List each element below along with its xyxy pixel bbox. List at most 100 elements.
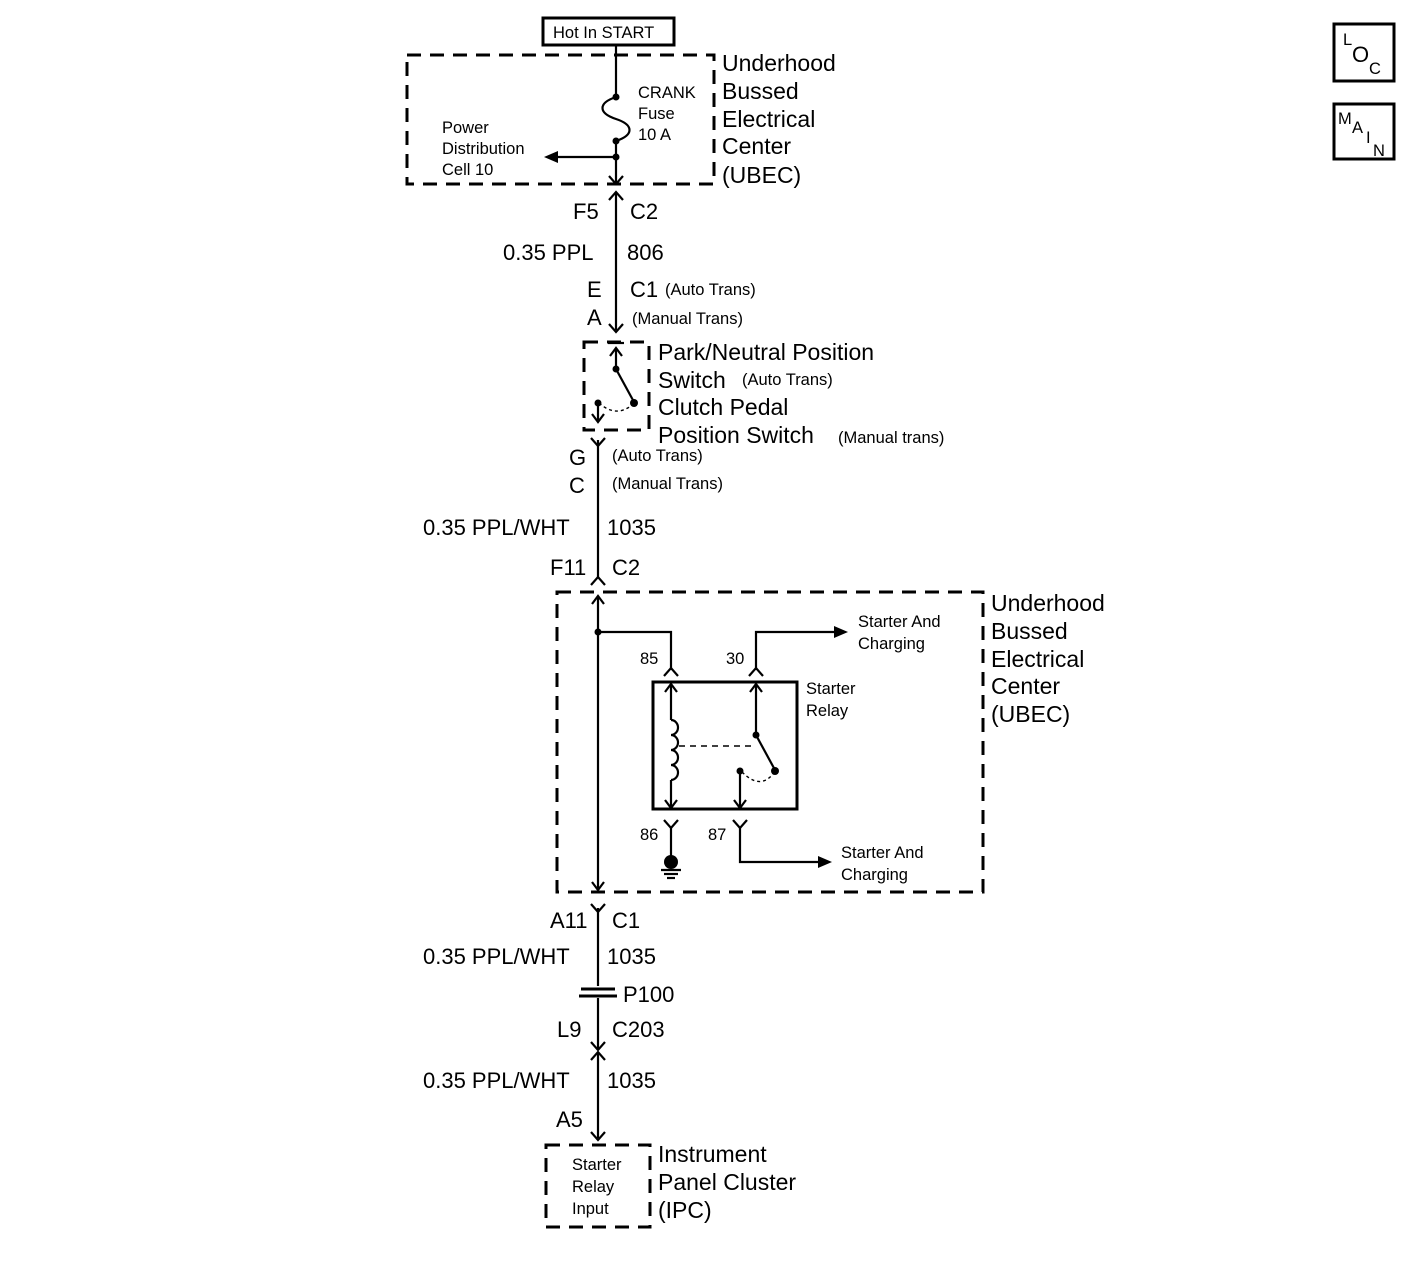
terminal-86-arrow xyxy=(663,819,679,830)
wire-806-gauge: 0.35 PPL xyxy=(503,240,594,265)
loc-button-frame xyxy=(1332,22,1396,83)
wire-1035-gauge-1: 0.35 PPL/WHT xyxy=(423,515,570,540)
wire-1035-gauge-3: 0.35 PPL/WHT xyxy=(423,1068,570,1093)
main-letter-a: A xyxy=(1352,119,1363,137)
svg-text:Underhood: Underhood xyxy=(991,590,1105,616)
terminal-30-output-arrow xyxy=(834,626,848,638)
svg-text:Input: Input xyxy=(572,1200,609,1218)
connector-f5-female xyxy=(608,175,624,186)
ubec-relay-title: Underhood Bussed Electrical Center (UBEC… xyxy=(991,590,1105,727)
terminal-87-inner-arrow xyxy=(733,799,747,810)
terminal-86: 86 xyxy=(640,826,658,844)
starter-relay-box xyxy=(651,680,799,811)
main-button[interactable]: M A I N xyxy=(1332,102,1396,161)
svg-text:Starter And: Starter And xyxy=(858,613,941,631)
ground-eyelet xyxy=(664,855,678,869)
svg-text:Charging: Charging xyxy=(858,635,925,653)
pin-e: E xyxy=(587,277,602,302)
terminal-87-arrow xyxy=(732,819,748,830)
power-source-label: Hot In START xyxy=(553,24,654,42)
svg-text:Starter: Starter xyxy=(572,1156,622,1174)
connector-c2-relay: C2 xyxy=(612,555,640,580)
ubec-top-title: Underhood Bussed Electrical Center (UBEC… xyxy=(722,50,836,188)
coil-bottom-arrow xyxy=(664,799,678,810)
pin-a5: A5 xyxy=(556,1107,583,1132)
pin-g: G xyxy=(569,445,586,470)
connector-c203: C203 xyxy=(612,1017,665,1042)
svg-text:Bussed: Bussed xyxy=(722,78,799,104)
svg-text:Relay: Relay xyxy=(572,1178,615,1196)
crank-fuse-symbol xyxy=(601,95,631,143)
ipc-outline xyxy=(544,1143,652,1229)
crank-fuse-label: CRANK Fuse 10 A xyxy=(638,84,696,144)
switch-travel-arc xyxy=(598,402,633,412)
svg-text:Starter: Starter xyxy=(806,680,856,698)
svg-text:Bussed: Bussed xyxy=(991,618,1068,644)
svg-text:CRANK: CRANK xyxy=(638,84,696,102)
svg-text:Cell 10: Cell 10 xyxy=(442,161,493,179)
terminal-30: 30 xyxy=(726,650,744,668)
ipc-input-label: Starter Relay Input xyxy=(572,1156,622,1218)
svg-text:(IPC): (IPC) xyxy=(658,1197,712,1223)
svg-text:Electrical: Electrical xyxy=(991,646,1084,672)
power-source-box xyxy=(541,16,676,47)
wire-1035-circuit-2: 1035 xyxy=(607,944,656,969)
svg-text:Position Switch: Position Switch xyxy=(658,422,814,448)
svg-text:Charging: Charging xyxy=(841,866,908,884)
svg-text:Starter And: Starter And xyxy=(841,844,924,862)
wire-1035-circuit-1: 1035 xyxy=(607,515,656,540)
loc-letter-o: O xyxy=(1352,42,1369,67)
pdc-arrow xyxy=(544,151,558,163)
wire-806-circuit: 806 xyxy=(627,240,664,265)
pin-f5: F5 xyxy=(573,199,599,224)
main-letter-m: M xyxy=(1338,110,1352,128)
ubec-relay-outline xyxy=(555,590,985,894)
svg-text:Relay: Relay xyxy=(806,702,849,720)
splice-p100: P100 xyxy=(623,982,674,1007)
connector-f11-female xyxy=(590,575,606,586)
svg-text:Fuse: Fuse xyxy=(638,105,675,123)
svg-text:Instrument: Instrument xyxy=(658,1141,767,1167)
output-30-label: Starter And Charging xyxy=(858,613,941,653)
note-manual-trans-2: (Manual Trans) xyxy=(612,475,723,493)
terminal-85-arrow xyxy=(663,666,679,677)
loc-button[interactable]: L O C xyxy=(1332,22,1396,83)
connector-e-female xyxy=(608,323,624,334)
svg-text:Panel Cluster: Panel Cluster xyxy=(658,1169,796,1195)
svg-text:(Manual trans): (Manual trans) xyxy=(838,429,944,447)
svg-text:Underhood: Underhood xyxy=(722,50,836,76)
svg-text:Park/Neutral Position: Park/Neutral Position xyxy=(658,339,874,365)
wire-1035-gauge-2: 0.35 PPL/WHT xyxy=(423,944,570,969)
pin-a11: A11 xyxy=(550,908,588,933)
pin-l9: L9 xyxy=(557,1017,581,1042)
relay-entry-arrow xyxy=(591,594,605,605)
svg-text:10 A: 10 A xyxy=(638,126,671,144)
svg-text:Center: Center xyxy=(991,673,1060,699)
ipc-title: Instrument Panel Cluster (IPC) xyxy=(658,1141,796,1223)
svg-text:Distribution: Distribution xyxy=(442,140,525,158)
relay-switch-blade xyxy=(755,734,776,771)
relay-switch-travel-arc xyxy=(741,771,774,783)
note-auto-trans-2: (Auto Trans) xyxy=(612,447,703,465)
pin-f11: F11 xyxy=(550,555,586,580)
output-87-label: Starter And Charging xyxy=(841,844,924,884)
svg-text:Center: Center xyxy=(722,133,791,159)
switch-blade xyxy=(615,368,635,403)
main-button-frame xyxy=(1332,102,1396,161)
coil-feed-wire xyxy=(598,630,673,670)
note-manual-trans-1: (Manual Trans) xyxy=(632,310,743,328)
terminal-87-output-wire xyxy=(738,828,818,864)
pdc-label: Power Distribution Cell 10 xyxy=(442,119,525,179)
switch-contact xyxy=(630,399,638,407)
main-letter-n: N xyxy=(1373,142,1385,160)
ubec-top-outline xyxy=(405,53,716,186)
wire-1035-circuit-3: 1035 xyxy=(607,1068,656,1093)
svg-text:Clutch Pedal: Clutch Pedal xyxy=(658,394,788,420)
svg-text:(Auto Trans): (Auto Trans) xyxy=(742,371,833,389)
pin-c: C xyxy=(569,473,585,498)
connector-c1-auto: C1 xyxy=(630,277,658,302)
pin-a: A xyxy=(587,305,602,330)
relay-exit-arrow xyxy=(591,881,605,892)
relay-switch-contact xyxy=(771,767,779,775)
